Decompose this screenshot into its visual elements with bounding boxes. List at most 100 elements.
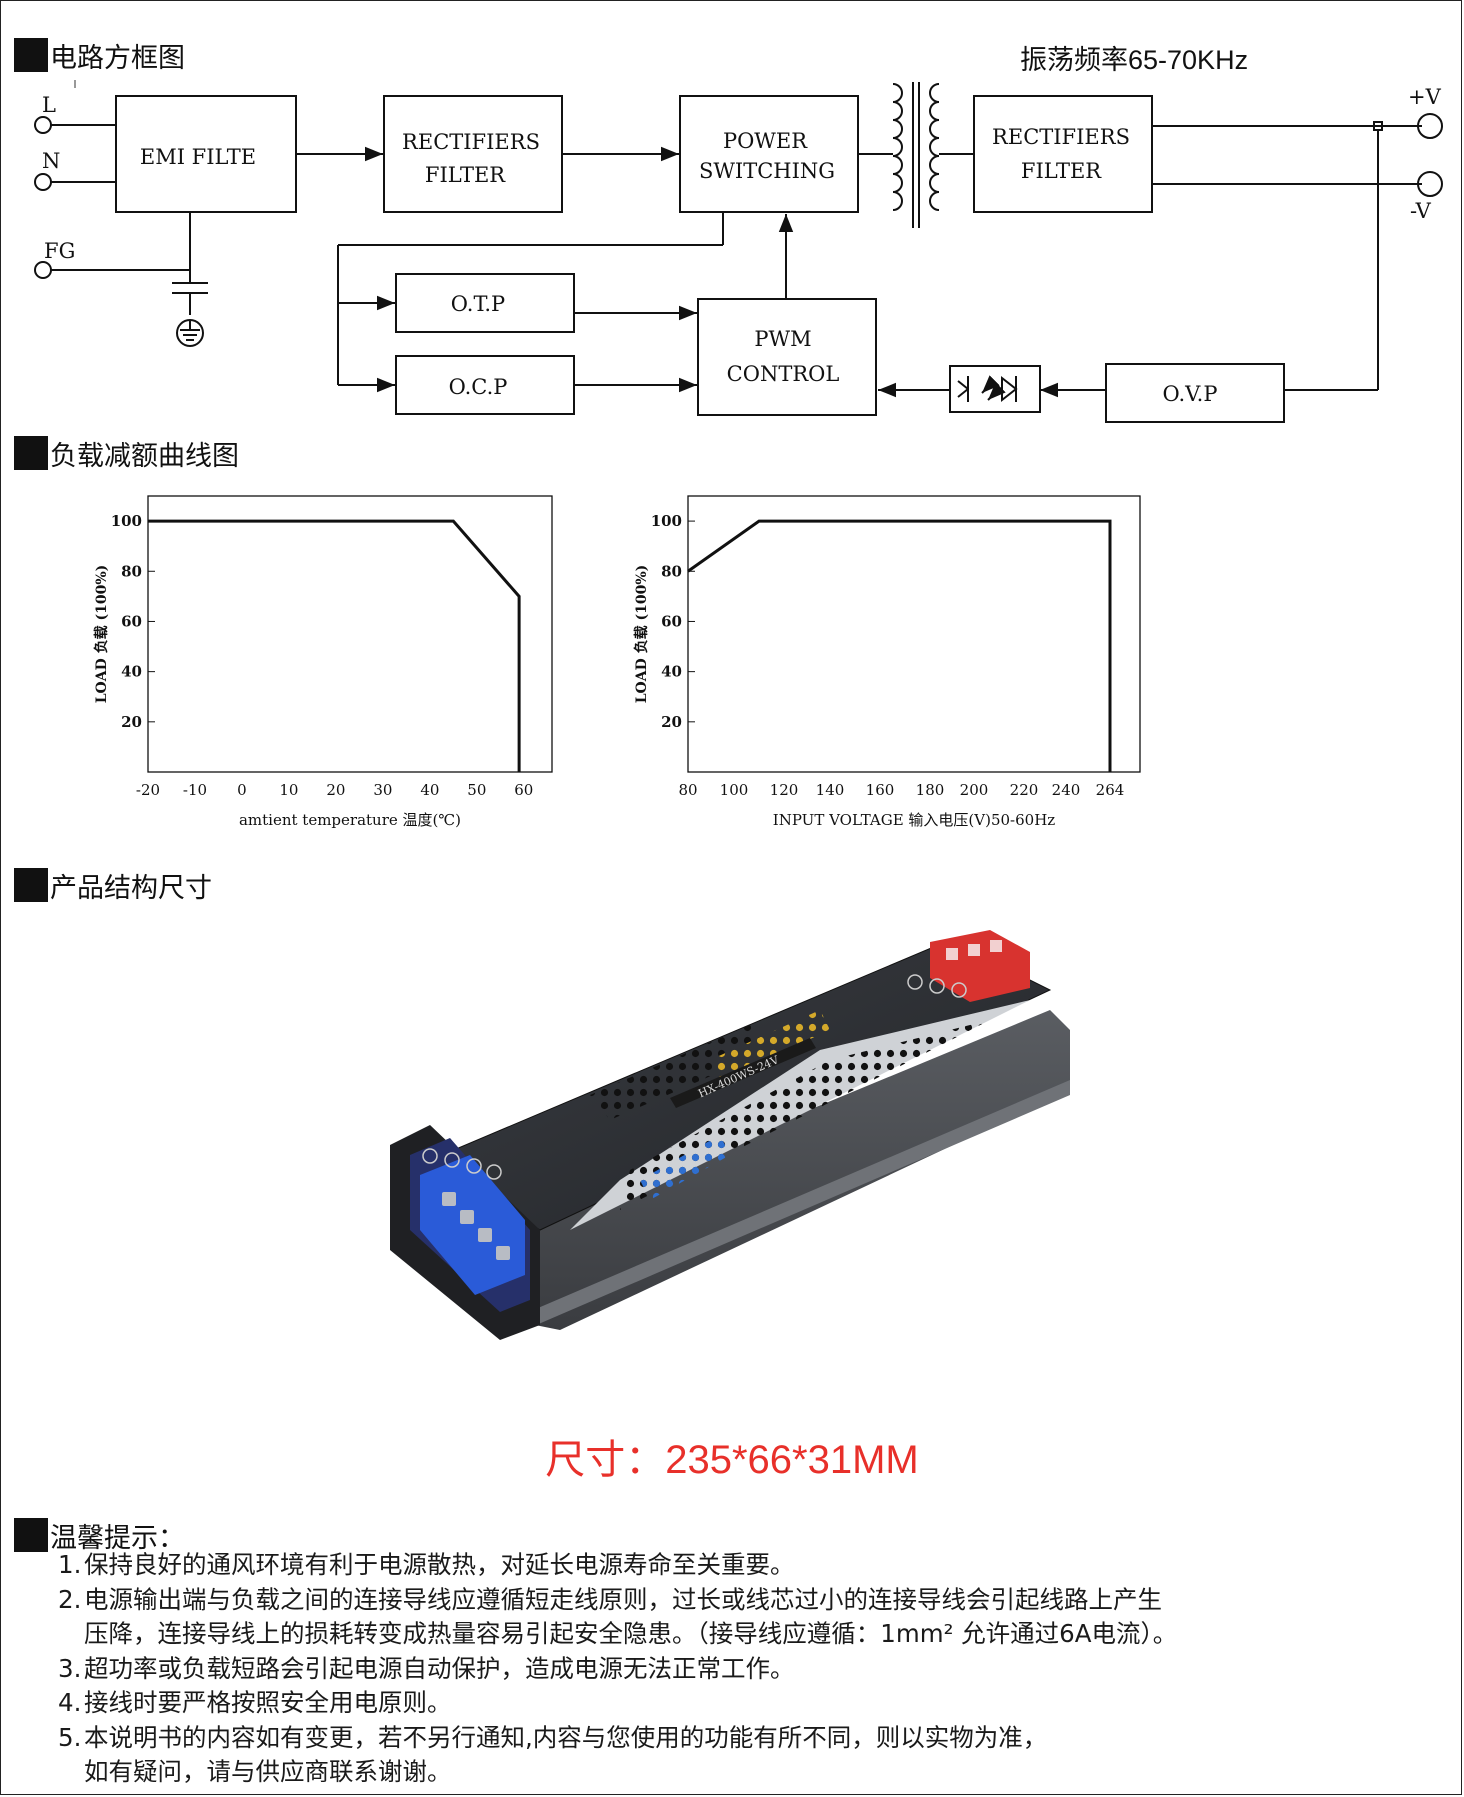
x-tick-label: 80 <box>678 781 697 799</box>
power-switching-block <box>679 95 859 213</box>
pwm-label-1: PWM <box>754 327 811 351</box>
list-item: 3.超功率或负载短路会引起电源自动保护，造成电源无法正常工作。 <box>58 1652 1177 1687</box>
x-axis-label: amtient temperature 温度(℃) <box>239 811 461 829</box>
section-header-block-diagram: 电路方框图 <box>14 38 185 74</box>
oscillation-label: 振荡频率 <box>1020 45 1128 76</box>
list-item: 2.电源输出端与负载之间的连接导线应遵循短走线原则，过长或线芯过小的连接导线会引… <box>58 1583 1177 1618</box>
list-item: 4.接线时要严格按照安全用电原则。 <box>58 1686 1177 1721</box>
section-header-tips: 温馨提示： <box>14 1518 185 1554</box>
ovp-block <box>1105 363 1285 423</box>
y-tick-label: 20 <box>661 713 682 731</box>
x-tick-label: 0 <box>237 781 247 799</box>
tip-number: 1. <box>58 1550 82 1579</box>
tip-number: 2. <box>58 1584 82 1614</box>
section-title: 电路方框图 <box>50 42 185 74</box>
y-tick-label: 40 <box>121 663 142 681</box>
x-tick-label: 220 <box>1010 781 1039 799</box>
section-title: 温馨提示： <box>50 1522 185 1554</box>
rect1-label-2: FILTER <box>425 163 506 187</box>
tip-text: 接线时要严格按照安全用电原则。 <box>84 1688 452 1717</box>
pwm-control-block <box>697 298 877 416</box>
y-axis-label: LOAD 负载 (100%) <box>93 565 110 704</box>
y-tick-label: 60 <box>121 612 142 630</box>
label-fg: FG <box>44 239 75 263</box>
x-tick-label: -10 <box>183 781 207 799</box>
y-axis-label: LOAD 负载 (100%) <box>633 565 650 704</box>
ovp-label: O.V.P <box>1163 382 1218 406</box>
x-tick-label: 60 <box>514 781 533 799</box>
x-axis-label: INPUT VOLTAGE 输入电压(V)50-60Hz <box>773 811 1055 829</box>
tip-text-continued: 如有疑问，请与供应商联系谢谢。 <box>84 1757 452 1786</box>
series-line <box>687 519 1112 772</box>
section-header-structure: 产品结构尺寸 <box>14 868 212 904</box>
x-tick-label: 120 <box>770 781 799 799</box>
list-item: 5.本说明书的内容如有变更，若不另行通知,内容与您使用的功能有所不同，则以实物为… <box>58 1721 1177 1756</box>
tip-text: 保持良好的通风环境有利于电源散热，对延长电源寿命至关重要。 <box>84 1550 795 1579</box>
x-tick-label: 264 <box>1096 781 1125 799</box>
rect1-label-1: RECTIFIERS <box>402 130 540 154</box>
section-marker <box>14 1518 48 1552</box>
section-title: 负载减额曲线图 <box>50 440 239 472</box>
x-tick-label: 160 <box>866 781 895 799</box>
pwm-label-2: CONTROL <box>727 362 840 386</box>
x-tick-label: -20 <box>136 781 160 799</box>
terminal-l <box>34 116 52 134</box>
x-tick-label: 40 <box>420 781 439 799</box>
tip-number: 4. <box>58 1688 82 1717</box>
x-tick-label: 30 <box>373 781 392 799</box>
optocoupler-icon <box>949 365 1041 413</box>
label-l: L <box>42 93 56 117</box>
label-neg: -V <box>1410 199 1432 223</box>
product-image: HX-400WS-24V <box>390 930 1070 1340</box>
x-tick-label: 50 <box>467 781 486 799</box>
tip-text: 超功率或负载短路会引起电源自动保护，造成电源无法正常工作。 <box>84 1653 795 1683</box>
label-pos: +V <box>1408 85 1442 109</box>
transformer-icon <box>892 83 903 211</box>
x-tick-label: 180 <box>916 781 945 799</box>
tip-text: 电源输出端与负载之间的连接导线应遵循短走线原则，过长或线芯过小的连接导线会引起线… <box>84 1584 1162 1614</box>
rect2-label-2: FILTER <box>1021 159 1102 183</box>
x-tick-label: 100 <box>720 781 749 799</box>
terminal-pos <box>1417 113 1443 139</box>
oscillation-frequency: 振荡频率65-70KHz <box>1020 38 1248 77</box>
plot-frame <box>687 495 1141 773</box>
psw-label-1: POWER <box>723 129 808 153</box>
list-item: 1.保持良好的通风环境有利于电源散热，对延长电源寿命至关重要。 <box>58 1548 1177 1583</box>
y-tick-label: 80 <box>121 562 142 580</box>
x-tick-label: 240 <box>1052 781 1081 799</box>
x-tick-label: 140 <box>816 781 845 799</box>
rectifier-filter-block-2 <box>973 95 1153 213</box>
ocp-label: O.C.P <box>449 375 508 399</box>
y-tick-label: 100 <box>111 512 142 530</box>
circuit-block-diagram: L N FG +V -V EMI FILTE RECTIFIERS FILTER… <box>34 80 1443 423</box>
y-tick-label: 20 <box>121 713 142 731</box>
y-tick-label: 40 <box>661 663 682 681</box>
section-marker <box>14 868 48 902</box>
x-tick-label: 20 <box>326 781 345 799</box>
terminal-fg <box>34 261 52 279</box>
tip-number: 5. <box>58 1722 82 1752</box>
tip-number: 3. <box>58 1653 82 1683</box>
rect2-label-1: RECTIFIERS <box>992 125 1130 149</box>
label-n: N <box>42 149 60 173</box>
terminal-n <box>34 173 52 191</box>
psw-label-2: SWITCHING <box>699 159 835 183</box>
emi-label: EMI FILTE <box>140 145 256 169</box>
plot-frame <box>147 495 553 773</box>
terminal-neg <box>1417 171 1443 197</box>
y-tick-label: 100 <box>651 512 682 530</box>
tip-text: 本说明书的内容如有变更，若不另行通知,内容与您使用的功能有所不同，则以实物为准， <box>84 1722 1048 1752</box>
otp-block <box>395 273 575 333</box>
tips-list: 1.保持良好的通风环境有利于电源散热，对延长电源寿命至关重要。 2.电源输出端与… <box>58 1548 1177 1790</box>
x-tick-label: 200 <box>960 781 989 799</box>
section-marker <box>14 436 48 470</box>
otp-label: O.T.P <box>451 292 505 316</box>
rectifier-filter-block-1 <box>383 95 563 213</box>
oscillation-value: 65-70KHz <box>1128 45 1249 75</box>
section-marker <box>14 38 48 72</box>
terminal-block-blue <box>420 1155 525 1295</box>
series-line <box>148 519 521 772</box>
